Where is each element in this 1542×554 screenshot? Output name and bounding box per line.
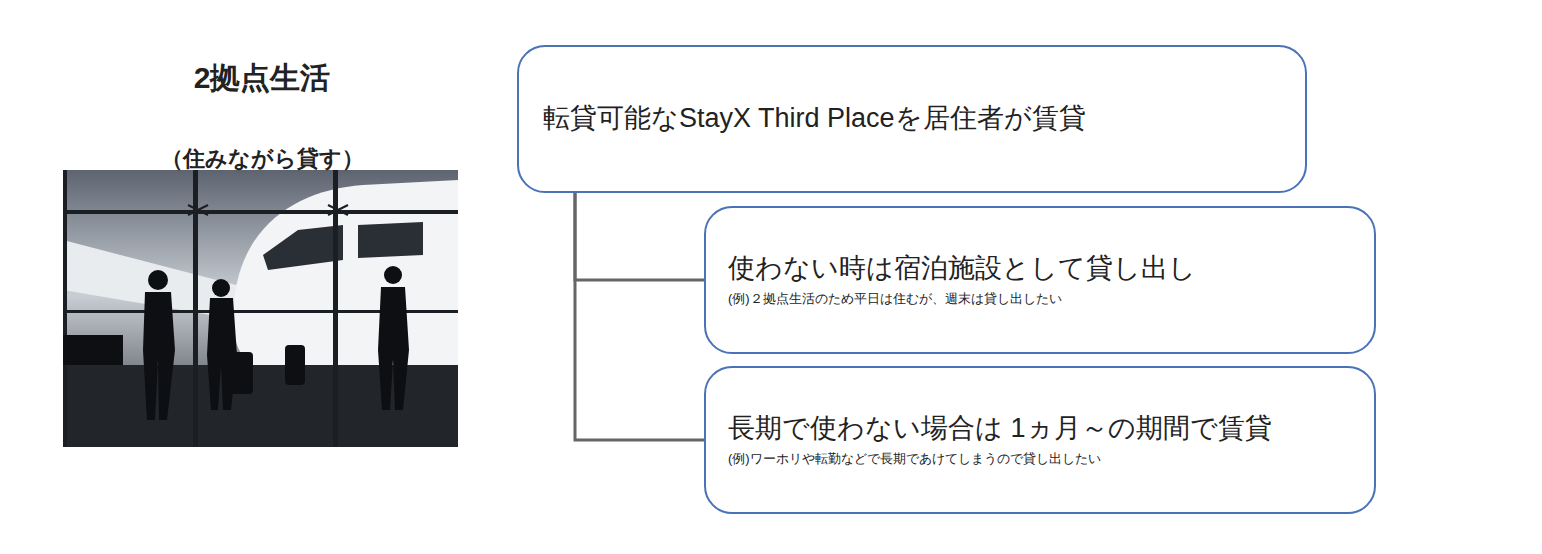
process-box: 転貸可能なStayX Third Placeを居住者が賃貸 (517, 45, 1307, 193)
example-note: (例)ワーホリや転勤などで長期であけてしまうので貸し出したい (728, 451, 1352, 468)
subtitle-label: （住みながら貸す） (92, 144, 432, 174)
airport-photo (63, 170, 458, 447)
box-text: 長期で使わない場合は 1ヵ月～の期間で賃貸 (728, 412, 1352, 446)
process-box: 長期で使わない場合は 1ヵ月～の期間で賃貸 (例)ワーホリや転勤などで長期であけて… (704, 366, 1376, 514)
connector (575, 193, 704, 280)
box-text: 転貸可能なStayX Third Placeを居住者が賃貸 (543, 102, 1281, 136)
connector (575, 193, 704, 440)
example-note: (例)２拠点生活のため平日は住むが、週末は貸し出したい (728, 291, 1352, 308)
title: 2拠点生活 (112, 58, 412, 99)
process-box: 使わない時は宿泊施設として貸し出し (例)２拠点生活のため平日は住むが、週末は貸し… (704, 206, 1376, 354)
box-text: 使わない時は宿泊施設として貸し出し (728, 252, 1352, 286)
